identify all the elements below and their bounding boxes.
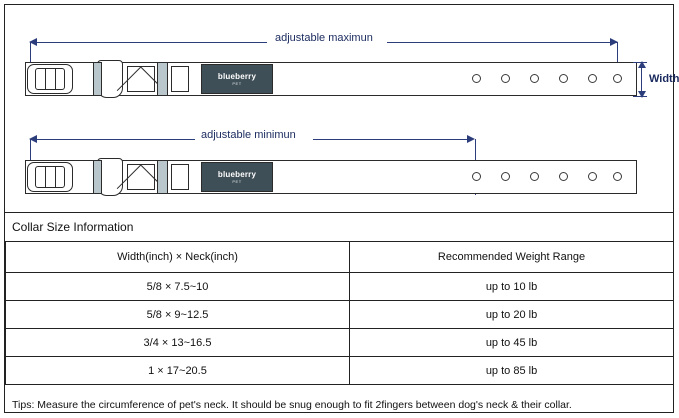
tips-text: Tips: Measure the circumference of pet's…	[12, 399, 572, 411]
adjustable-minimum-label: adjustable minimun	[201, 129, 296, 141]
min-arrow-right	[467, 135, 475, 143]
collar-hole	[530, 172, 539, 181]
cell-weight: up to 20 lb	[349, 300, 674, 329]
adjustable-maximum-label: adjustable maximun	[275, 32, 373, 44]
collar-hole	[588, 74, 597, 83]
max-arrow-right	[610, 38, 618, 46]
width-arrow-up	[638, 61, 646, 68]
brand-tag-max: blueberry PET	[201, 64, 273, 94]
collar-hole	[472, 172, 481, 181]
collar-diagram: adjustable maximun blueberry PET	[5, 5, 679, 212]
buckle-rib-max-1	[45, 68, 46, 90]
buckle-inner-max	[35, 68, 65, 90]
buckle-rib-min-1	[45, 166, 46, 188]
brand-name-max: blueberry	[217, 72, 257, 81]
keeper-max	[93, 62, 102, 96]
collar-hole	[559, 172, 568, 181]
collar-hole	[472, 74, 481, 83]
size-table: Width(inch) × Neck(inch) Recommended Wei…	[5, 241, 674, 385]
collar-hole	[501, 172, 510, 181]
collar-hole	[559, 74, 568, 83]
width-measure-line	[641, 64, 642, 94]
buckle-rib-max-2	[55, 68, 56, 90]
slider-adjuster-min	[127, 164, 155, 190]
header-weight-range: Recommended Weight Range	[349, 241, 674, 273]
max-arrow-left	[29, 38, 37, 46]
brand-sub-max: PET	[232, 81, 242, 86]
collar-hole	[613, 172, 622, 181]
cell-size: 1 × 17~20.5	[5, 356, 350, 385]
section-divider	[5, 212, 673, 213]
collar-hole	[613, 74, 622, 83]
collar-hole	[530, 74, 539, 83]
table-row: 5/8 × 7.5~10 up to 10 lb	[5, 272, 674, 301]
min-measure-line-left	[35, 139, 195, 140]
section-title: Collar Size Information	[12, 220, 134, 234]
table-header-row: Width(inch) × Neck(inch) Recommended Wei…	[5, 241, 674, 273]
collar-hole	[501, 74, 510, 83]
buckle-inner-min	[35, 166, 65, 188]
min-left-guide	[30, 139, 31, 161]
header-width-neck: Width(inch) × Neck(inch)	[5, 241, 350, 273]
max-measure-line-left	[35, 42, 267, 43]
brand-name-min: blueberry	[217, 170, 257, 179]
strap-ribs-min	[171, 164, 189, 190]
cell-weight: up to 85 lb	[349, 356, 674, 385]
page-border	[4, 4, 674, 413]
cell-size: 5/8 × 7.5~10	[5, 272, 350, 301]
min-arrow-left	[29, 135, 37, 143]
max-measure-line-right	[387, 42, 618, 43]
slider-adjuster-max	[127, 66, 155, 92]
table-row: 5/8 × 9~12.5 up to 20 lb	[5, 300, 674, 329]
cell-size: 5/8 × 9~12.5	[5, 300, 350, 329]
keeper2-min	[157, 160, 168, 194]
cell-weight: up to 45 lb	[349, 328, 674, 357]
table-row: 3/4 × 13~16.5 up to 45 lb	[5, 328, 674, 357]
width-arrow-down	[638, 91, 646, 98]
max-right-guide	[617, 42, 618, 68]
min-measure-line-right	[313, 139, 472, 140]
max-left-guide	[30, 42, 31, 62]
brand-tag-min: blueberry PET	[201, 162, 273, 192]
buckle-rib-min-2	[55, 166, 56, 188]
cell-weight: up to 10 lb	[349, 272, 674, 301]
strap-ribs-max	[171, 66, 189, 92]
table-row: 1 × 17~20.5 up to 85 lb	[5, 356, 674, 385]
keeper2-max	[157, 62, 168, 96]
cell-size: 3/4 × 13~16.5	[5, 328, 350, 357]
keeper-min	[93, 160, 102, 194]
collar-hole	[588, 172, 597, 181]
brand-sub-min: PET	[232, 179, 242, 184]
width-label: Width	[649, 73, 679, 85]
